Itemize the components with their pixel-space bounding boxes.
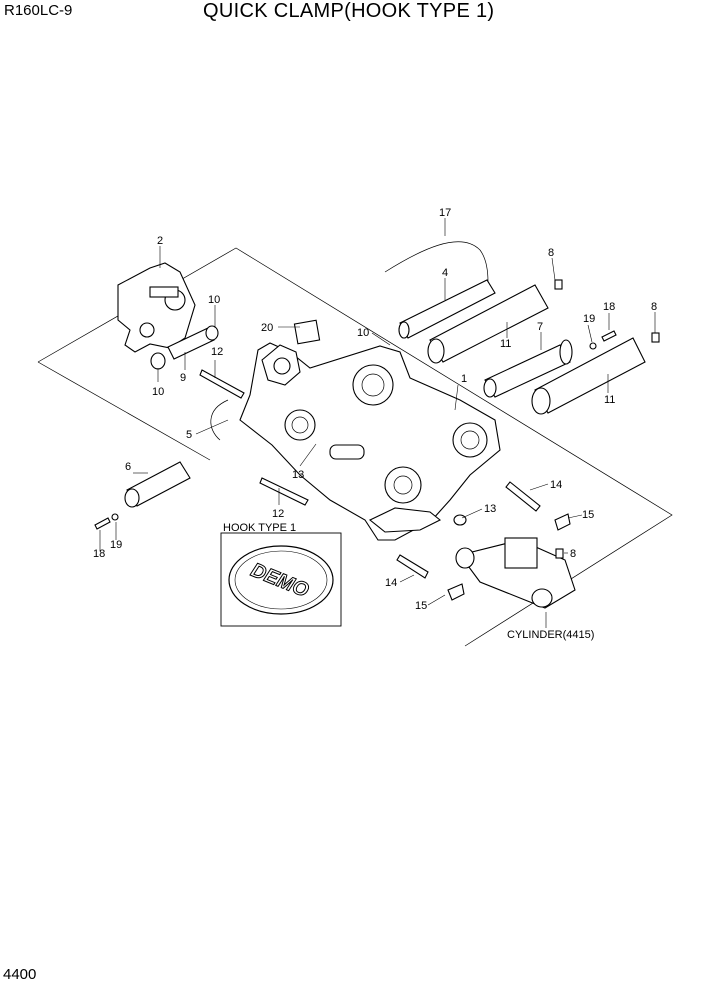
pin-6 (124, 461, 191, 508)
main-frame (239, 342, 501, 541)
leader-lines (99, 218, 656, 628)
svg-text:8: 8 (570, 548, 576, 560)
svg-text:15: 15 (582, 509, 594, 521)
callout-labels: 1 2 4 5 6 7 8 8 8 9 10 10 10 11 11 12 12… (93, 207, 657, 612)
svg-text:18: 18 (603, 301, 615, 313)
svg-text:7: 7 (537, 321, 543, 333)
svg-text:15: 15 (415, 600, 427, 612)
page-title: QUICK CLAMP(HOOK TYPE 1) (203, 0, 495, 22)
svg-text:14: 14 (385, 577, 397, 589)
small-fasteners (94, 279, 660, 530)
svg-text:10: 10 (152, 386, 164, 398)
hook-part (117, 262, 196, 353)
svg-text:14: 14 (550, 479, 562, 491)
svg-text:12: 12 (211, 346, 223, 358)
tube-11-upper (427, 284, 549, 364)
svg-text:6: 6 (125, 461, 131, 473)
page-number: 4400 (3, 966, 37, 983)
pin-12-lower (259, 477, 309, 506)
svg-text:17: 17 (439, 207, 451, 219)
svg-text:12: 12 (272, 508, 284, 520)
inset-caption: HOOK TYPE 1 (223, 522, 296, 534)
svg-text:11: 11 (604, 394, 615, 406)
pin-7 (483, 339, 573, 398)
svg-text:13: 13 (484, 503, 496, 515)
cylinder-assembly (396, 481, 576, 609)
svg-text:18: 18 (93, 548, 105, 560)
svg-text:5: 5 (186, 429, 192, 441)
svg-text:10: 10 (208, 294, 220, 306)
svg-text:11: 11 (500, 338, 511, 350)
svg-text:19: 19 (110, 539, 122, 551)
svg-text:8: 8 (651, 301, 657, 313)
tube-11-lower (531, 337, 646, 415)
svg-text:2: 2 (157, 235, 163, 247)
svg-text:13: 13 (292, 469, 304, 481)
svg-text:4: 4 (442, 267, 448, 279)
inset-hook-type-1: HOOK TYPE 1 DEMO (220, 522, 342, 627)
model-code: R160LC-9 (4, 2, 73, 19)
pin-12 (199, 369, 245, 399)
svg-text:20: 20 (261, 322, 273, 334)
svg-text:1: 1 (461, 373, 467, 385)
svg-text:8: 8 (548, 247, 554, 259)
clip-5 (210, 399, 229, 441)
pin-4 (398, 279, 496, 339)
svg-text:19: 19 (583, 313, 595, 325)
svg-text:9: 9 (180, 372, 186, 384)
svg-text:10: 10 (357, 327, 369, 339)
cable-17 (384, 241, 489, 283)
cylinder-reference: CYLINDER(4415) (507, 629, 594, 641)
pin-9 (150, 325, 219, 370)
